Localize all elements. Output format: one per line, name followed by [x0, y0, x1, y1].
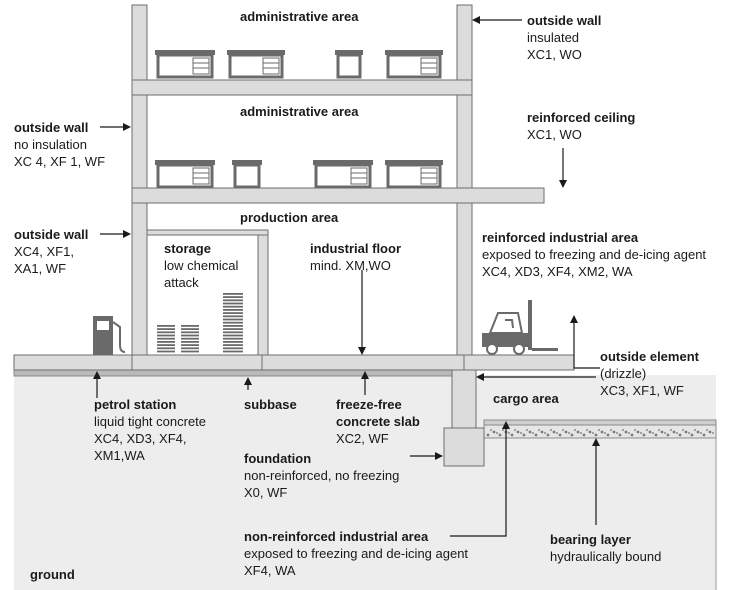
office-desks	[155, 50, 443, 189]
callout-line: XM1,WA	[94, 448, 145, 463]
admin-area-mid-label: administrative area	[240, 104, 359, 119]
callout-line: exposed to freezing and de-icing agent	[482, 247, 707, 262]
foundation-column	[451, 369, 477, 431]
callout-title: foundation	[244, 451, 312, 466]
desk-icon	[335, 50, 363, 79]
callout-title: reinforced ceiling	[527, 110, 636, 125]
right-wall-column	[456, 4, 473, 356]
desk-icon	[385, 160, 443, 189]
storage-stack-icon	[181, 325, 199, 353]
cargo-area-surface	[483, 419, 717, 426]
callout-line: XC1, WO	[527, 127, 582, 142]
callout-title: outside wall	[14, 227, 89, 242]
outside-wall-lower-label: outside wall XC4, XF1, XA1, WF	[14, 226, 88, 277]
storage-partition-wall	[257, 232, 269, 356]
ground-label: ground	[30, 567, 75, 582]
callout-line: X0, WF	[244, 485, 288, 500]
callout-title: reinforced industrial area	[482, 230, 639, 245]
forklift-icon	[482, 300, 558, 355]
reinforced-ceiling-label: reinforced ceiling XC1, WO	[527, 109, 635, 143]
gravel-texture	[486, 428, 715, 437]
callout-line: exposed to freezing and de-icing agent	[244, 546, 469, 561]
petrol-station-label: petrol station liquid tight concrete XC4…	[94, 396, 206, 464]
desk-icon	[313, 160, 373, 189]
callout-line: mind. XM,WO	[310, 258, 391, 273]
callout-title: bearing layer	[550, 532, 631, 547]
outside-wall-insulated-label: outside wall insulated XC1, WO	[527, 12, 601, 63]
bearing-layer-label: bearing layer hydraulically bound	[550, 531, 661, 565]
callout-title: outside wall	[527, 13, 602, 28]
freeze-free-slab-label: freeze-free concrete slab XC2, WF	[336, 396, 420, 447]
reinforced-ceiling-slab	[131, 187, 545, 204]
callout-title-line2: concrete slab	[336, 414, 420, 429]
callout-line: (drizzle)	[600, 366, 647, 381]
industrial-floor-label: industrial floor mind. XM,WO	[310, 240, 401, 274]
callout-line: XC 4, XF 1, WF	[14, 154, 106, 169]
foundation-footing	[443, 427, 485, 467]
subbase-layer	[13, 369, 475, 377]
callout-line: XC3, XF1, WF	[600, 383, 684, 398]
callout-line: XC4, XD3, XF4,	[94, 431, 187, 446]
callout-line: XF4, WA	[244, 563, 296, 578]
storage-stacks	[157, 293, 243, 353]
callout-title: storage	[164, 241, 211, 256]
callout-line: hydraulically bound	[550, 549, 662, 564]
callout-line: insulated	[527, 30, 580, 45]
industrial-floor-slab	[261, 354, 475, 371]
outside-element-slab	[463, 354, 575, 371]
storage-label: storage low chemical attack	[164, 240, 238, 291]
storage-stack-icon	[223, 293, 243, 353]
callout-line: non-reinforced, no freezing	[244, 468, 400, 483]
callout-line: XC4, XF1,	[14, 244, 74, 259]
desk-icon	[155, 160, 215, 189]
callout-line: XC4, XD3, XF4, XM2, WA	[482, 264, 633, 279]
upper-ceiling-slab	[131, 79, 473, 96]
callout-line: no insulation	[14, 137, 87, 152]
callout-title: outside wall	[14, 120, 89, 135]
outside-wall-no-insulation-label: outside wall no insulation XC 4, XF 1, W…	[14, 119, 105, 170]
callout-line: XC2, WF	[336, 431, 389, 446]
non-reinforced-industrial-area-label: non-reinforced industrial area exposed t…	[244, 528, 468, 579]
petrol-pump-icon	[93, 316, 126, 355]
foundation-label: foundation non-reinforced, no freezing X…	[244, 450, 399, 501]
ground-area	[14, 375, 716, 590]
callout-title: non-reinforced industrial area	[244, 529, 429, 544]
reinforced-industrial-area-label: reinforced industrial area exposed to fr…	[482, 229, 706, 280]
desk-icon	[385, 50, 443, 79]
callout-line: attack	[164, 275, 199, 290]
cargo-area-label: cargo area	[493, 391, 559, 406]
desk-icon	[155, 50, 215, 79]
arrow-heads	[93, 16, 600, 460]
production-area-label: production area	[240, 210, 339, 225]
subbase-label: subbase	[244, 397, 297, 412]
callout-title: industrial floor	[310, 241, 401, 256]
callout-title: outside element	[600, 349, 699, 364]
storage-partition-beam	[146, 229, 269, 236]
desk-icon	[232, 160, 262, 189]
callout-line: XA1, WF	[14, 261, 67, 276]
outside-element-label: outside element (drizzle) XC3, XF1, WF	[600, 348, 699, 399]
storage-stack-icon	[157, 325, 175, 353]
petrol-station-slab	[13, 354, 133, 371]
freeze-free-slab	[131, 354, 263, 371]
callout-line: liquid tight concrete	[94, 414, 207, 429]
admin-area-top-label: administrative area	[240, 9, 359, 24]
callout-title: petrol station	[94, 397, 177, 412]
desk-icon	[227, 50, 285, 79]
callout-title: freeze-free	[336, 397, 402, 412]
left-wall-column	[131, 4, 148, 356]
callout-line: low chemical	[164, 258, 239, 273]
callout-line: XC1, WO	[527, 47, 582, 62]
